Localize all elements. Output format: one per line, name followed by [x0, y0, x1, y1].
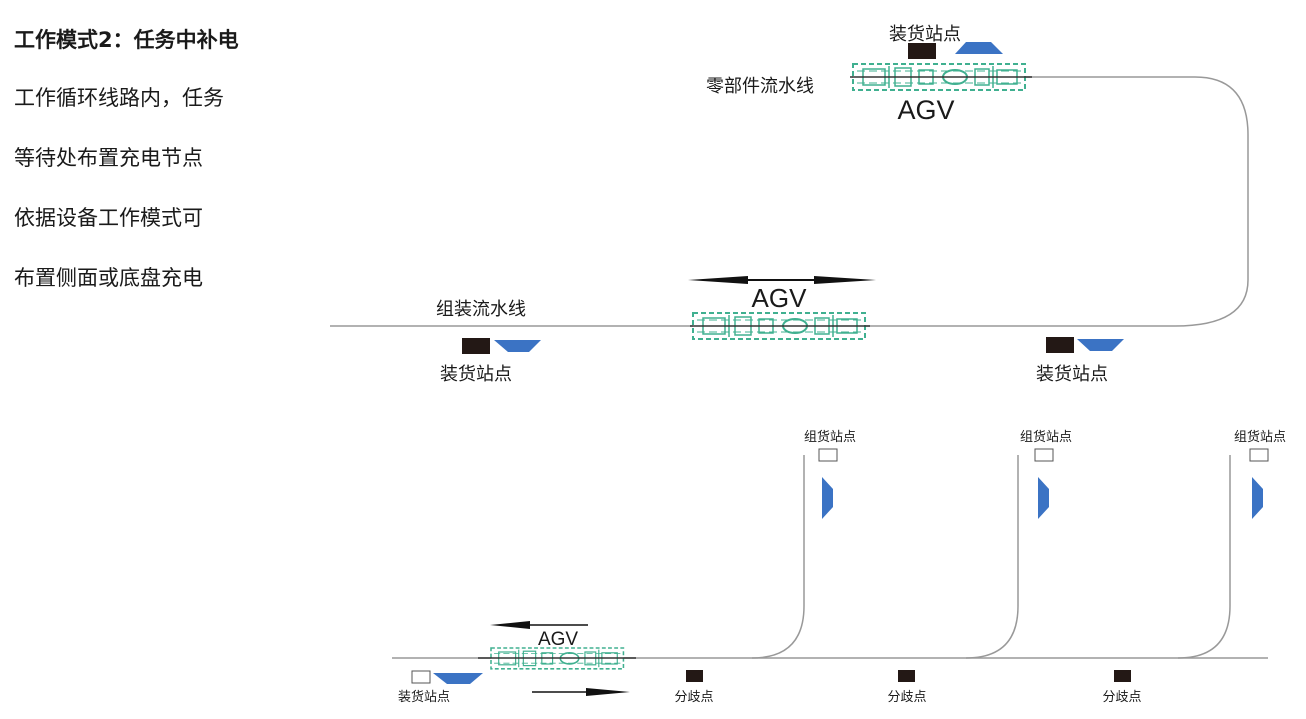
start-station-label: 装货站点 — [398, 689, 450, 705]
branch-agv-label: AGV — [538, 629, 578, 650]
branch-station-label-3: 组货站点 — [1234, 429, 1286, 445]
branch-point-block-1 — [686, 670, 703, 682]
start-charging-node — [433, 673, 483, 684]
branch-charging-node-1 — [822, 477, 833, 519]
top-station-label: 装货站点 — [889, 24, 961, 45]
branch-track-1 — [751, 455, 805, 659]
branch-point-block-2 — [898, 670, 915, 682]
branch-station-box-3 — [1249, 448, 1269, 462]
description-line-3: 依据设备工作模式可 — [14, 206, 203, 230]
mode-title: 工作模式2：任务中补电 — [14, 28, 239, 52]
description-line-1: 工作循环线路内，任务 — [14, 86, 224, 110]
left-arrow-head — [688, 276, 748, 284]
right-station-label: 装货站点 — [1036, 364, 1108, 385]
right-arrow-head — [814, 276, 876, 284]
left-station-block — [462, 338, 490, 354]
branch-agv-arrow-left-head — [490, 621, 530, 629]
branch-diagram: 组货站点 分歧点 组货站点 分歧点 组货站点 分歧点 AGV 装货站点 — [392, 429, 1286, 705]
top-agv-label: AGV — [897, 95, 954, 125]
start-station-box — [411, 670, 431, 684]
branch-station-box-2 — [1034, 448, 1054, 462]
description-panel: 工作模式2：任务中补电 工作循环线路内，任务 等待处布置充电节点 依据设备工作模… — [14, 22, 314, 320]
description-line-4: 布置侧面或底盘充电 — [14, 266, 203, 290]
branch-station-box-1 — [818, 448, 838, 462]
top-charging-node — [955, 42, 1003, 54]
left-charging-node — [494, 340, 541, 352]
branch-charging-node-2 — [1038, 477, 1049, 519]
branch-track-3 — [1177, 455, 1231, 659]
description-line-2: 等待处布置充电节点 — [14, 146, 203, 170]
assembly-line-label: 组装流水线 — [436, 299, 526, 320]
forward-arrow-head — [586, 688, 630, 696]
branch-station-label-2: 组货站点 — [1020, 429, 1072, 445]
branch-track-2 — [965, 455, 1019, 659]
parts-line-label: 零部件流水线 — [706, 76, 814, 97]
loop-diagram: 装货站点 零部件流水线 AGV AGV 组装流水线 装货站点 装货站点 — [330, 24, 1249, 385]
right-charging-node — [1077, 339, 1124, 351]
right-station-block — [1046, 337, 1074, 353]
branch-charging-node-3 — [1252, 477, 1263, 519]
branch-station-label-1: 组货站点 — [804, 429, 856, 445]
branch-point-label-2: 分歧点 — [887, 690, 926, 705]
top-station-block — [908, 43, 936, 59]
left-station-label: 装货站点 — [440, 364, 512, 385]
branch-point-block-3 — [1114, 670, 1131, 682]
branch-point-label-3: 分歧点 — [1102, 690, 1141, 705]
branch-point-label-1: 分歧点 — [674, 690, 713, 705]
bottom-agv-label: AGV — [752, 283, 808, 313]
loop-track — [330, 76, 1249, 327]
